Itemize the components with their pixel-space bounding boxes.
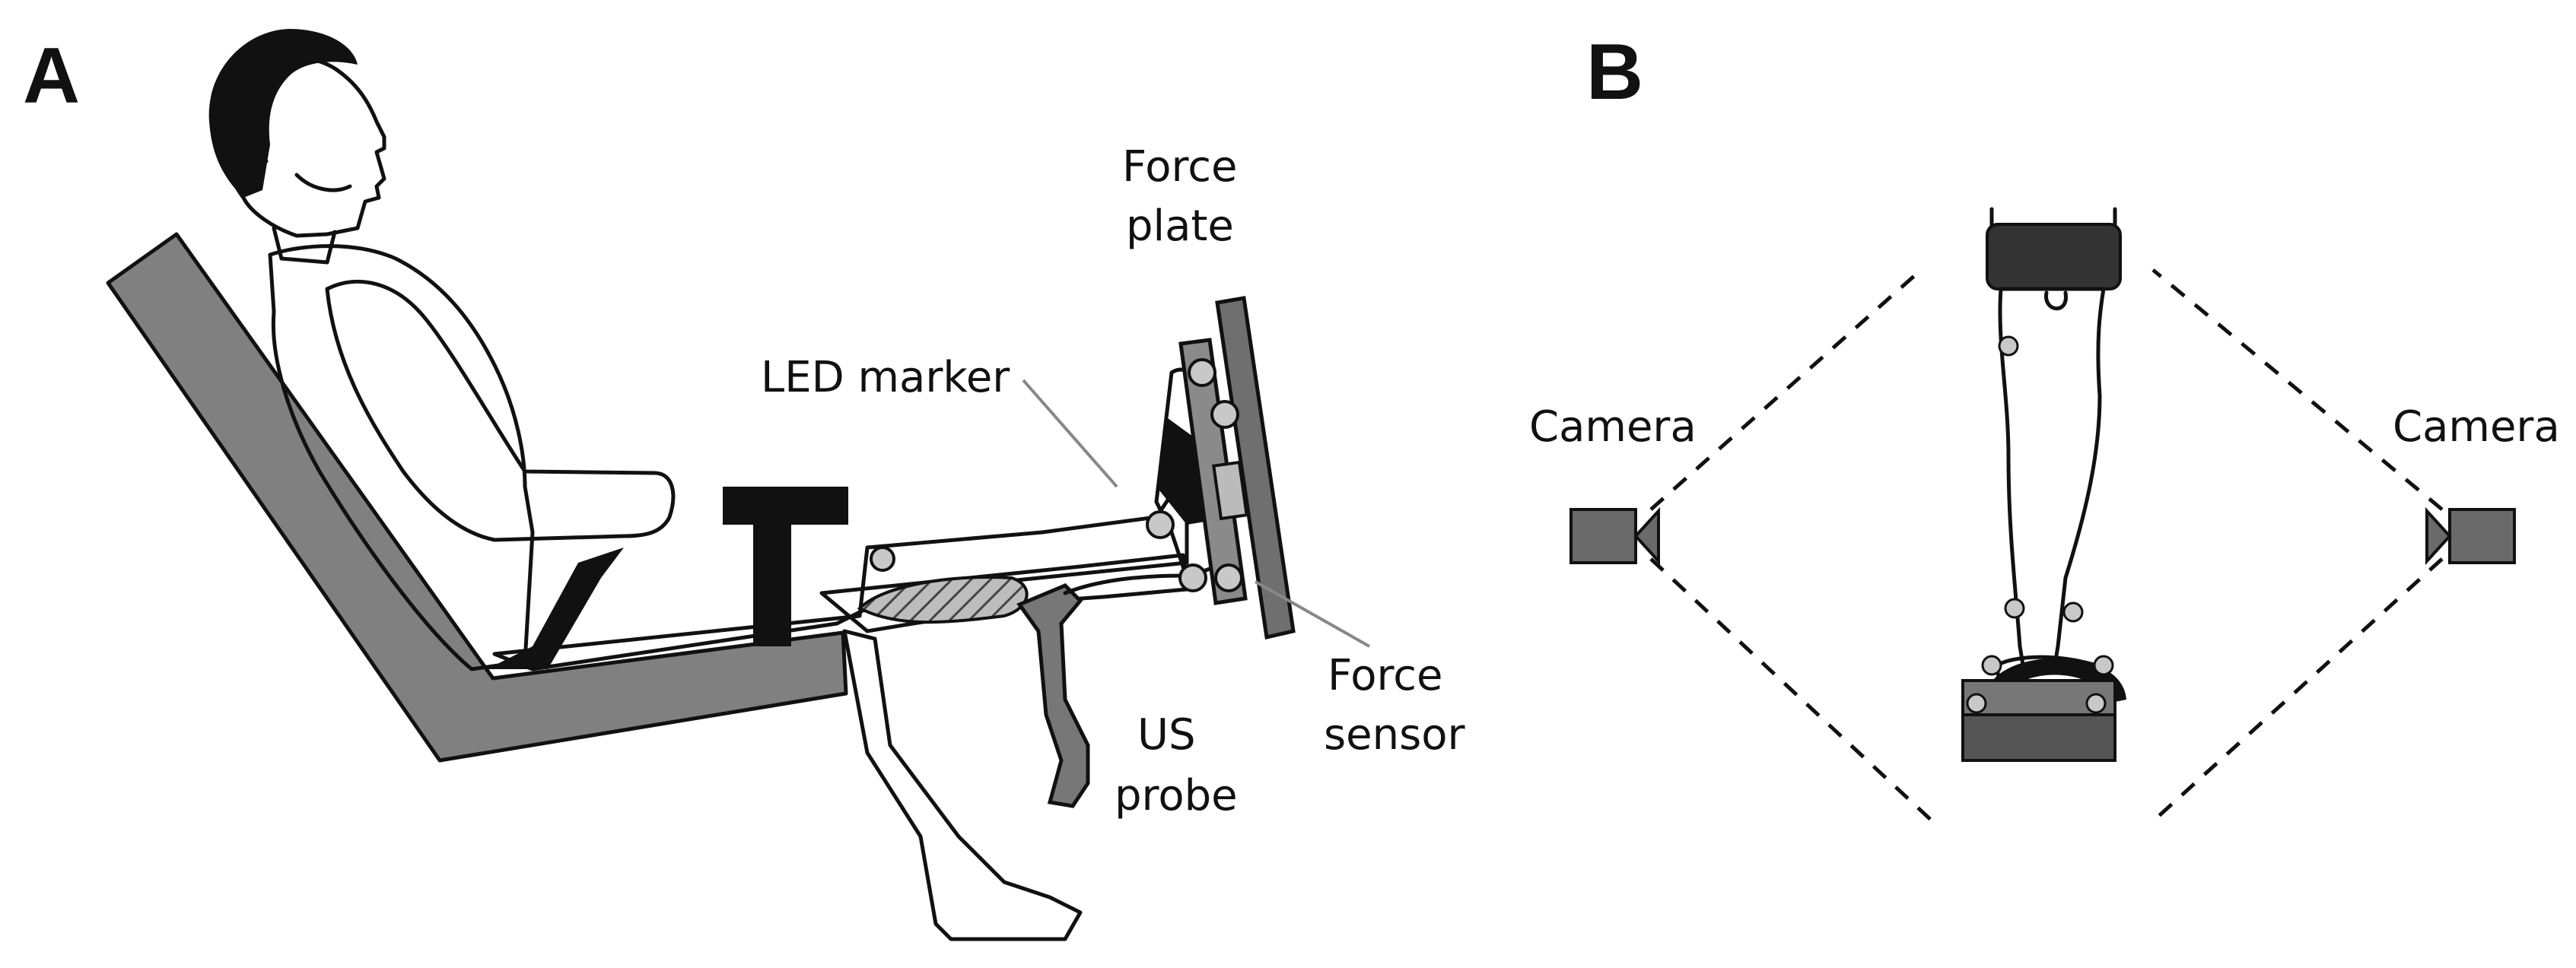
panel-a-label: A	[23, 32, 80, 120]
led-marker-label: LED marker	[761, 353, 1010, 402]
led-marker-icon	[1966, 693, 1987, 714]
mouth	[294, 173, 352, 192]
leg-front-view	[1961, 207, 2126, 762]
led-marker-icon	[2093, 655, 2114, 676]
panel-b-label: B	[1586, 28, 1643, 116]
thigh-strap	[487, 487, 848, 669]
camera-fov-lines	[1649, 268, 2444, 823]
camera-left-label: Camera	[1529, 402, 1697, 452]
supporting-leg	[842, 629, 1083, 941]
force-sensor	[1212, 460, 1248, 521]
led-marker-icon	[1146, 510, 1175, 539]
hair	[208, 29, 358, 198]
us-probe-label-line2: probe	[1115, 771, 1238, 820]
thigh-cuff	[1986, 223, 2122, 290]
force-plate-label-line2: plate	[1126, 202, 1234, 251]
panel-b: B Camera Camera	[1529, 28, 2560, 823]
led-markers	[870, 358, 1243, 592]
led-marker-icon	[870, 546, 895, 572]
force-sensor-pointer	[1255, 580, 1370, 648]
force-sensor-label-line2: sensor	[1324, 710, 1466, 760]
muscle-belly	[857, 576, 1029, 624]
led-marker-icon	[1210, 400, 1239, 429]
us-probe-label-line1: US	[1137, 710, 1196, 760]
led-marker-icon	[1998, 335, 2019, 357]
force-sensor-label-line1: Force	[1328, 651, 1443, 700]
led-marker-pointer	[1022, 379, 1118, 488]
camera-right	[2425, 506, 2516, 566]
led-marker-icon	[1214, 563, 1243, 592]
camera-icon	[1569, 508, 1637, 564]
camera-right-label: Camera	[2393, 402, 2560, 452]
led-marker-icon	[2062, 601, 2084, 623]
led-marker-icon	[2085, 693, 2107, 714]
led-marker-icon	[1981, 655, 2002, 676]
arm	[325, 279, 676, 542]
us-probe	[1016, 583, 1090, 808]
camera-icon	[2448, 508, 2516, 564]
foot-strap	[1986, 658, 2126, 703]
ear	[250, 156, 269, 177]
force-plate-label-line1: Force	[1122, 142, 1238, 192]
led-marker-icon	[1188, 358, 1216, 387]
head	[208, 29, 386, 238]
camera-left	[1569, 506, 1660, 566]
led-marker-icon	[2004, 598, 2025, 619]
led-marker-icon	[1178, 563, 1207, 592]
panel-a: A	[23, 29, 1466, 941]
